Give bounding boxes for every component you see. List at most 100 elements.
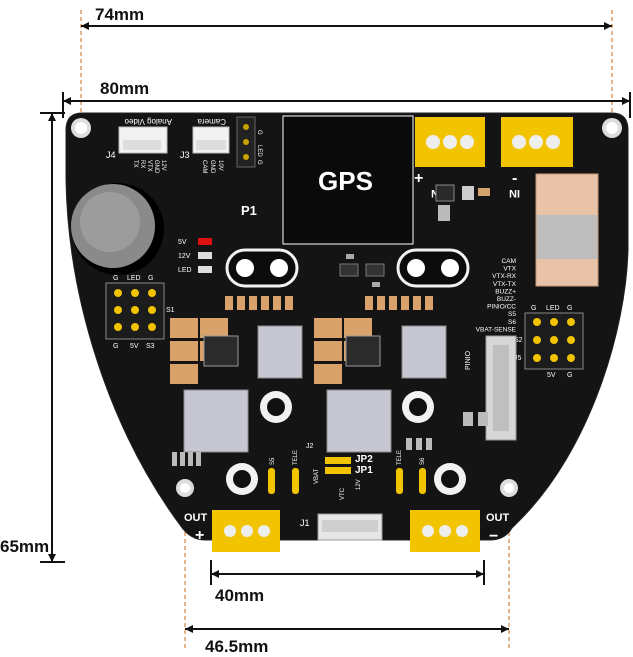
signal-pinio-cc: PINIO/CC [487,304,516,311]
led-ind-5v: 5V [178,239,187,246]
tele-label-left: TELE [293,450,299,465]
j4-pin-rx: RX [139,160,145,168]
signal-s6: S6 [508,319,516,326]
dimension-height: 65mm [0,112,65,563]
j3-pin-gnd: GND [209,160,215,174]
pinio-label: PINIO [465,350,472,370]
gps-module: GPS [282,115,414,245]
j4-pin-12v: 12V [160,160,166,171]
mounting-holes [71,118,622,497]
dimension-bottom-span: 46.5mm [184,490,510,656]
led-pin-1: LED [256,145,262,157]
mid-transistors [339,254,385,287]
signal-cam: CAM [502,258,516,265]
output-pad-negative: OUT − [410,510,510,552]
signal-s5: S5 [508,311,516,318]
jumper-pads: JP2 JP1 J2 [306,443,373,476]
j3-label: J3 [180,150,190,160]
buzzer-component [71,183,164,275]
s5-label: S5 [270,457,276,465]
out-minus-sign: − [489,528,498,545]
left-header-g3: G [113,343,118,350]
jp2-label: JP2 [355,454,373,465]
dim-height-label: 65mm [0,537,49,556]
signal-vtx-tx: VTX-TX [493,281,517,288]
left-header-5v: 5V [130,343,139,350]
left-header-led: LED [127,275,141,282]
dim-bottom-label: 46.5mm [205,637,268,656]
out-label-left: OUT [184,512,208,524]
left-header-g1: G [113,275,118,282]
left-pin-header: G LED G G 5V S3 S1 [105,275,175,350]
oval-slot-left [225,248,299,288]
j3-pin-10v: 10V [217,160,223,171]
led-ind-12v: 12V [178,253,191,260]
j3-pin-cam: CAM [201,160,207,173]
j1-label: J1 [300,518,310,528]
j4-pin-gnd: GND [153,160,159,174]
large-inductor [535,173,599,287]
right-header-g2: G [567,305,572,312]
dim-board-label: 80mm [100,79,149,98]
vertical-connector-j2: PINIO [465,335,517,441]
gps-label: GPS [318,166,373,196]
p1-label: P1 [241,203,257,218]
out-label-right: OUT [486,512,510,524]
j4-pin-vtx: VTX [146,160,152,172]
ic-chips [183,325,447,453]
in-label-right: IN [509,187,520,199]
right-header-g3: G [567,372,572,379]
right-header-s2: S2 [514,337,523,344]
right-signal-labels: CAMVTXVTX-RXVTX-TXBUZZ+BUZZ-PINIO/CCS5S6… [476,258,517,333]
twelve-v-label: 12V [356,479,362,490]
left-header-s3: S3 [146,343,155,350]
jp1-label: JP1 [355,465,373,476]
dim-top-label: 74mm [95,5,144,24]
resistor-row-top [225,296,433,310]
dimension-top-width: 74mm [80,5,613,130]
bottom-left-smd [172,412,488,466]
in-plus-sign: + [414,170,423,187]
led-pin-2: G [256,160,262,165]
right-header-g1: G [531,305,536,312]
input-smd-parts [435,184,490,221]
analog-video-label: Analog Video [124,117,172,126]
solder-ovals [268,468,426,494]
j1-pin-tele: TELE [347,545,353,560]
led-ind-led: LED [178,267,192,274]
dimension-inner-span: 40mm [210,560,485,605]
signal-buzz-: BUZZ- [497,296,516,303]
input-pad-negative: - IN [501,117,573,199]
j1-pin-s6: S6 [365,545,371,553]
vtc-label: VTC [340,487,346,500]
signal-buzz-: BUZZ+ [495,288,516,295]
led-indicators: 5V 12V LED [178,238,212,274]
j1-pin-5v: 5V [338,545,344,552]
j1-pin-vtx: VTX [320,545,326,557]
j4-label: J4 [106,150,116,160]
j2-small-label: J2 [306,443,314,450]
j4-pin-tx: TX [132,160,138,168]
output-pad-positive: OUT + [184,510,280,552]
in-minus-sign: - [512,170,517,187]
right-header-led: LED [546,305,560,312]
j1-pin-gnd: GND [329,545,335,559]
signal-vbat-sense: VBAT-SENSE [476,326,517,333]
right-pin-header: G LED G 5V G S2 J5 [514,305,584,379]
j1-pin-s5: S5 [356,545,362,553]
signal-vtx-rx: VTX-RX [492,273,517,280]
oval-slot-right [396,248,470,288]
round-pads [226,391,466,495]
camera-label: Camera [197,117,226,126]
tele-label-right: TELE [397,450,403,465]
capacitor-array-left [170,318,228,384]
